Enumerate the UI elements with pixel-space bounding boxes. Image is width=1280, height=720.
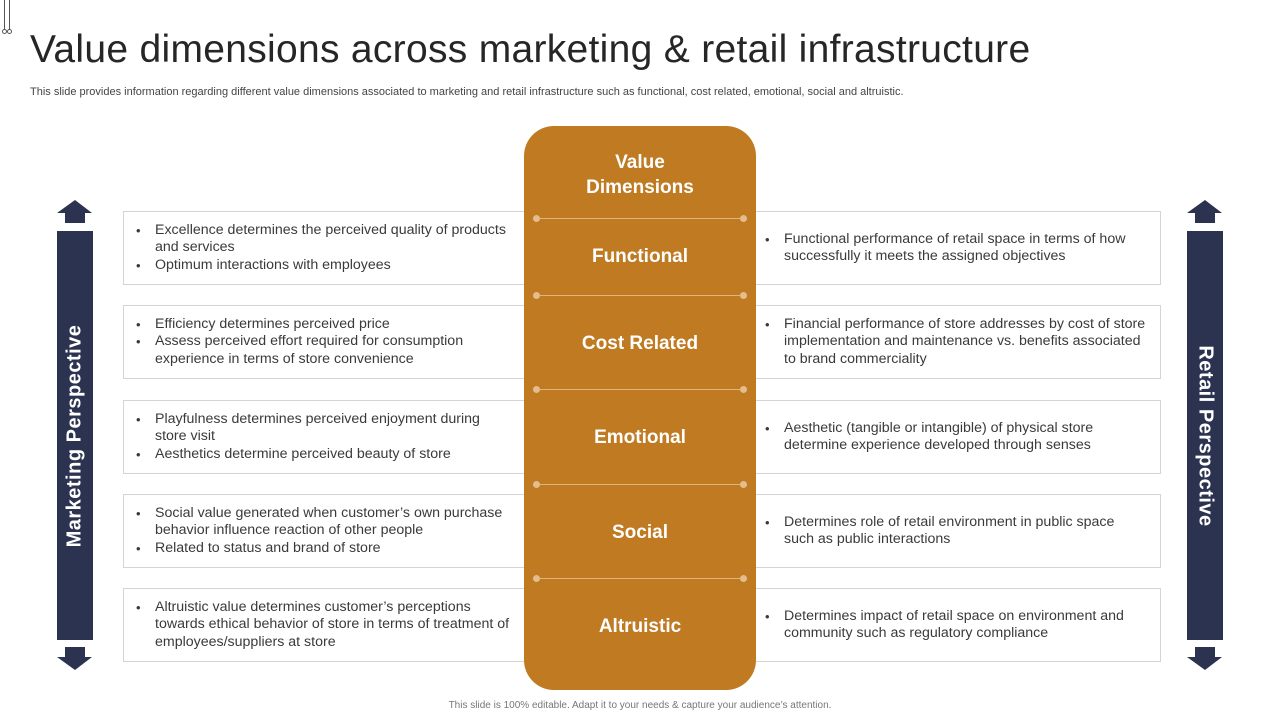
retail-box-emotional: Aesthetic (tangible or intangible) of ph… xyxy=(755,400,1161,474)
bullet-point: Financial performance of store addresses… xyxy=(765,316,1148,369)
bullet-point: Altruistic value determines customer’s p… xyxy=(136,599,515,652)
slide-footer: This slide is 100% editable. Adapt it to… xyxy=(448,700,832,711)
separator xyxy=(533,292,747,299)
marketing-box-cost-related: Efficiency determines perceived priceAss… xyxy=(123,305,525,379)
arrow-down-icon xyxy=(57,647,92,670)
arrow-up-icon xyxy=(57,200,92,223)
marketing-box-social: Social value generated when customer’s o… xyxy=(123,494,525,568)
dimension-label-emotional: Emotional xyxy=(594,427,686,448)
marketing-perspective-label-bar: Marketing Perspective xyxy=(57,231,93,640)
dimension-label-social: Social xyxy=(612,522,668,543)
bullet-point: Aesthetic (tangible or intangible) of ph… xyxy=(765,420,1148,455)
bullet-point: Playfulness determines perceived enjoyme… xyxy=(136,411,515,446)
bullet-point: Optimum interactions with employees xyxy=(136,257,515,275)
value-dimensions-header: Value Dimensions xyxy=(586,152,694,198)
retail-perspective-label: Retail Perspective xyxy=(1194,344,1217,527)
marketing-points-social: Social value generated when customer’s o… xyxy=(136,505,515,558)
slide-subtitle: This slide provides information regardin… xyxy=(30,86,904,98)
separator xyxy=(533,575,747,582)
marketing-box-emotional: Playfulness determines perceived enjoyme… xyxy=(123,400,525,474)
retail-perspective-label-bar: Retail Perspective xyxy=(1187,231,1223,640)
marketing-points-functional: Excellence determines the perceived qual… xyxy=(136,222,515,275)
dimension-label-cost-related: Cost Related xyxy=(581,333,699,354)
retail-perspective-bar: Retail Perspective xyxy=(1185,200,1225,670)
bullet-point: Assess perceived effort required for con… xyxy=(136,333,515,368)
marketing-box-functional: Excellence determines the perceived qual… xyxy=(123,211,525,285)
marketing-points-emotional: Playfulness determines perceived enjoyme… xyxy=(136,411,515,464)
separator xyxy=(533,215,747,222)
marketing-points-cost-related: Efficiency determines perceived priceAss… xyxy=(136,316,515,369)
marketing-perspective-bar: Marketing Perspective xyxy=(55,200,95,670)
value-dimensions-column: Value Dimensions Functional Cost Related… xyxy=(524,126,756,690)
dimension-label-altruistic: Altruistic xyxy=(598,616,682,637)
retail-box-altruistic: Determines impact of retail space on env… xyxy=(755,588,1161,662)
separator xyxy=(533,386,747,393)
retail-points-social: Determines role of retail environment in… xyxy=(765,514,1148,549)
marketing-box-altruistic: Altruistic value determines customer’s p… xyxy=(123,588,525,662)
bullet-point: Functional performance of retail space i… xyxy=(765,231,1148,266)
retail-points-cost-related: Financial performance of store addresses… xyxy=(765,316,1148,369)
marketing-points-altruistic: Altruistic value determines customer’s p… xyxy=(136,599,515,652)
retail-points-altruistic: Determines impact of retail space on env… xyxy=(765,608,1148,643)
corner-mark-icon xyxy=(2,0,14,34)
marketing-perspective-label: Marketing Perspective xyxy=(63,324,86,547)
bullet-point: Related to status and brand of store xyxy=(136,540,515,558)
bullet-point: Determines role of retail environment in… xyxy=(765,514,1148,549)
bullet-point: Efficiency determines perceived price xyxy=(136,316,515,334)
separator xyxy=(533,481,747,488)
bullet-point: Excellence determines the perceived qual… xyxy=(136,222,515,257)
arrow-down-icon xyxy=(1187,647,1222,670)
retail-box-cost-related: Financial performance of store addresses… xyxy=(755,305,1161,379)
slide-title: Value dimensions across marketing & reta… xyxy=(30,28,1031,71)
bullet-point: Aesthetics determine perceived beauty of… xyxy=(136,446,515,464)
dimension-label-functional: Functional xyxy=(591,246,689,267)
retail-points-functional: Functional performance of retail space i… xyxy=(765,231,1148,266)
bullet-point: Determines impact of retail space on env… xyxy=(765,608,1148,643)
retail-box-social: Determines role of retail environment in… xyxy=(755,494,1161,568)
arrow-up-icon xyxy=(1187,200,1222,223)
bullet-point: Social value generated when customer’s o… xyxy=(136,505,515,540)
retail-box-functional: Functional performance of retail space i… xyxy=(755,211,1161,285)
retail-points-emotional: Aesthetic (tangible or intangible) of ph… xyxy=(765,420,1148,455)
